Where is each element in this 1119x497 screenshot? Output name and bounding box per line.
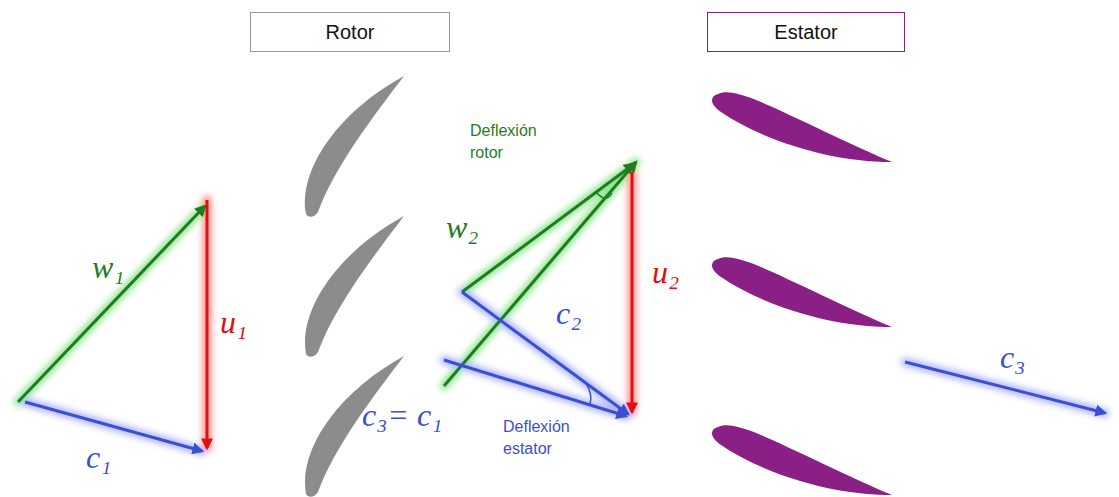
stator-blades [712,92,892,495]
stator-deflection-arc [586,383,591,404]
vector-label: c₃= c₁ [362,398,442,433]
box-title: Rotor [326,21,375,44]
vector-label: w₁ [92,250,124,285]
rotor-blades [305,76,404,497]
box-title: Estator [774,21,837,44]
vectors [18,162,1105,451]
rotor-deflection-arc [596,192,612,198]
deflection-label: Deflexión estator [503,416,593,459]
vector-glow [18,162,1105,451]
stator-title-box: Estator [707,12,905,52]
rotor-title-box: Rotor [250,12,450,52]
vector-label: c₂ [556,296,581,331]
vector-label: c₁ [86,440,111,475]
vector-label: w₂ [446,210,478,245]
vector-label: u₁ [220,305,247,340]
vector-label: c₃ [1000,340,1025,375]
vector-label: u₂ [652,255,679,290]
deflection-label: Deflexión rotor [470,120,570,163]
